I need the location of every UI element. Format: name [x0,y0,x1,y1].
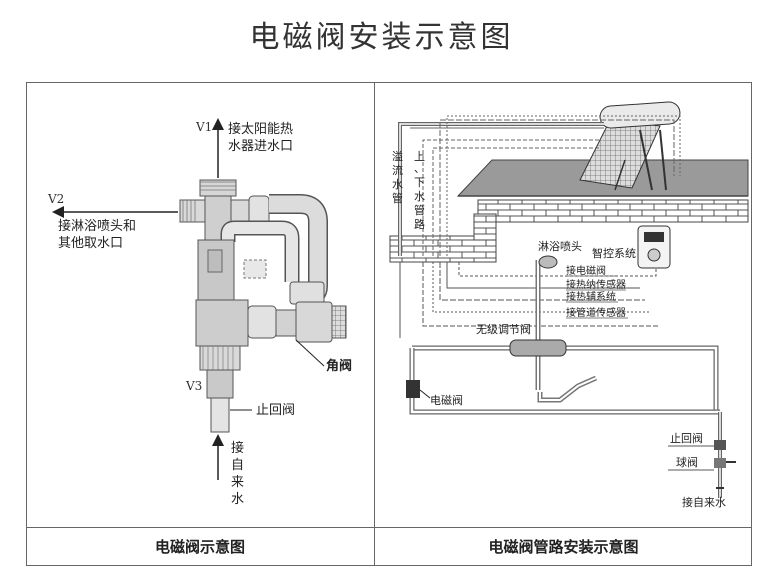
solenoid-valve-illustration [52,118,347,480]
loop-union [289,281,325,305]
left-caption: 电磁阀示意图 [154,538,245,556]
panel-divider [374,82,375,566]
check-valve-label: 止回阀 [256,403,295,418]
wire-label-3: 接热辅系统 [566,290,616,303]
overflow-char-3: 水 [392,178,403,191]
v2-tag: V2 [47,192,64,206]
pipeline-illustration [389,101,749,498]
smart-control-label: 智控系统 [592,246,636,260]
angle-valve-handle [331,305,347,339]
updown-char-5: 管 [414,203,425,217]
v1-tag: V1 [195,120,212,134]
overflow-char-2: 流 [392,163,403,177]
lower-body [195,299,249,347]
stepless-valve [509,339,567,357]
v3-tag: V3 [185,379,202,393]
tap-char-3: 来 [231,475,244,490]
stepless-valve-label: 无级调节阀 [476,322,531,336]
check-valve-right-label: 止回阀 [670,431,703,445]
v1-label-line2: 水器进水口 [228,139,293,154]
v2-label-line2: 其他取水口 [58,236,123,251]
overflow-char-1: 溢 [392,149,403,163]
tap-char-2: 自 [231,458,244,473]
shower-head-label: 淋浴喷头 [538,240,582,253]
updown-char-6: 路 [414,218,425,231]
overflow-char-4: 管 [392,191,403,205]
updown-char-3: 下 [414,176,425,189]
solenoid-valve-icon [406,380,420,398]
tap-char-1: 接 [231,440,244,456]
tap-water-label: 接自来水 [682,496,726,509]
v2-label-line1: 接淋浴喷头和 [58,218,136,234]
tap-char-4: 水 [231,492,244,507]
check-valve-pipe [210,397,230,433]
updown-char-2: 、 [414,162,425,175]
right-caption: 电磁阀管路安装示意图 [488,538,639,556]
caption-separator [26,527,752,528]
page-title: 电磁阀安装示意图 [249,20,514,55]
wire-label-1: 接电磁阀 [566,264,606,277]
wire-label-2: 接热纳传感器 [566,278,626,291]
eave-bricks [477,199,749,223]
updown-char-1: 上 [414,150,425,163]
left-nut [179,199,206,223]
diagram-frame [26,82,752,566]
ball-valve-label: 球阀 [676,455,698,469]
solenoid-valve-label: 电磁阀 [430,393,463,407]
v1-label-line1: 接太阳能热 [228,121,293,137]
updown-char-4: 水 [414,190,425,203]
shower-head [538,255,558,269]
check-valve-icon [714,440,726,450]
angle-valve-label: 角阀 [326,358,352,374]
ball-valve-icon [714,458,726,468]
solar-water-heater [579,101,681,191]
angle-valve [295,301,333,343]
wire-label-4: 接管道传感器 [566,306,626,319]
